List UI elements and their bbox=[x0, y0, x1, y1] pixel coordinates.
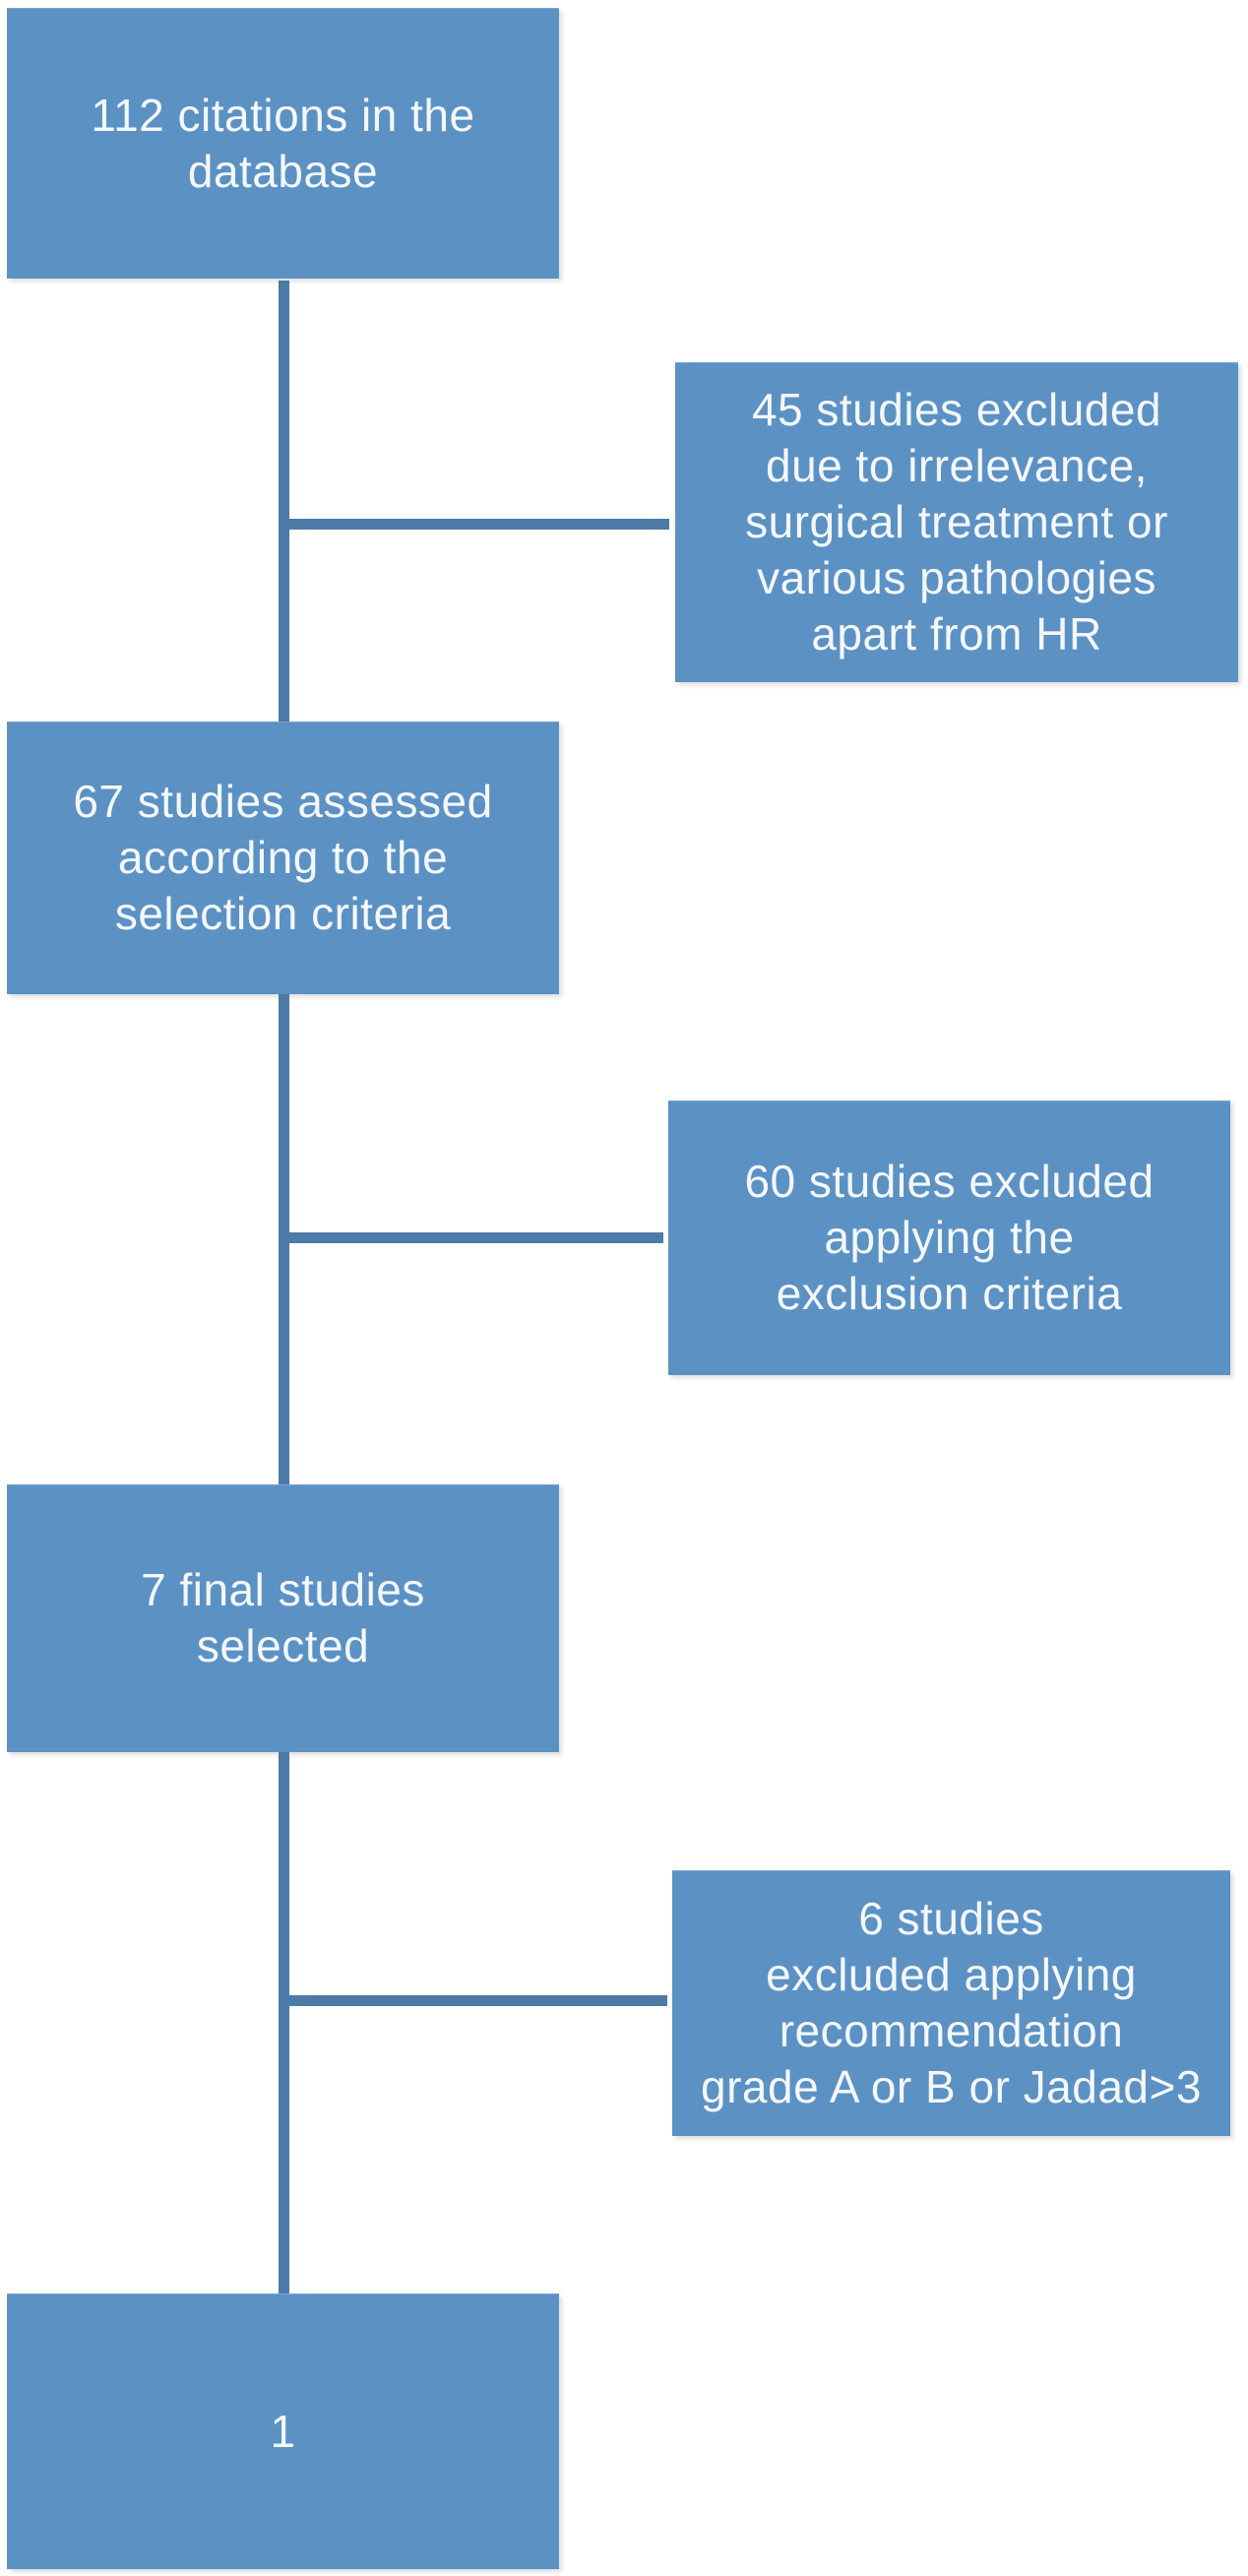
text-line: apart from HR bbox=[811, 608, 1102, 660]
connector-branch-1 bbox=[283, 519, 669, 530]
text-line: recommendation bbox=[779, 2005, 1124, 2056]
connector-vertical-1 bbox=[279, 281, 289, 722]
text-line: due to irrelevance, bbox=[766, 440, 1148, 491]
text-line: database bbox=[187, 145, 379, 197]
text-line: selection criteria bbox=[114, 888, 452, 939]
text-line: surgical treatment or bbox=[745, 496, 1168, 547]
flow-box-bottom-count: 1 bbox=[7, 2293, 559, 2569]
text-line: excluded applying bbox=[766, 1949, 1137, 2000]
text-line: 67 studies assessed bbox=[73, 776, 493, 827]
connector-vertical-3 bbox=[279, 1750, 289, 2293]
text-line: 45 studies excluded bbox=[751, 384, 1162, 435]
connector-branch-3 bbox=[283, 1995, 667, 2006]
connector-branch-2 bbox=[283, 1232, 663, 1243]
text-line: 1 bbox=[270, 2405, 296, 2457]
text-line: 60 studies excluded bbox=[744, 1156, 1154, 1207]
text-line: selected bbox=[196, 1620, 370, 1671]
text-line: applying the bbox=[824, 1212, 1075, 1263]
text-line: 6 studies bbox=[858, 1893, 1044, 1944]
text-line: 7 final studies bbox=[141, 1564, 425, 1615]
text-line: grade A or B or Jadad>3 bbox=[701, 2061, 1202, 2112]
text-line: according to the bbox=[117, 832, 449, 883]
text-line: various pathologies bbox=[757, 552, 1156, 603]
text-line: 112 citations in the bbox=[91, 89, 475, 141]
text-line: exclusion criteria bbox=[776, 1268, 1123, 1319]
